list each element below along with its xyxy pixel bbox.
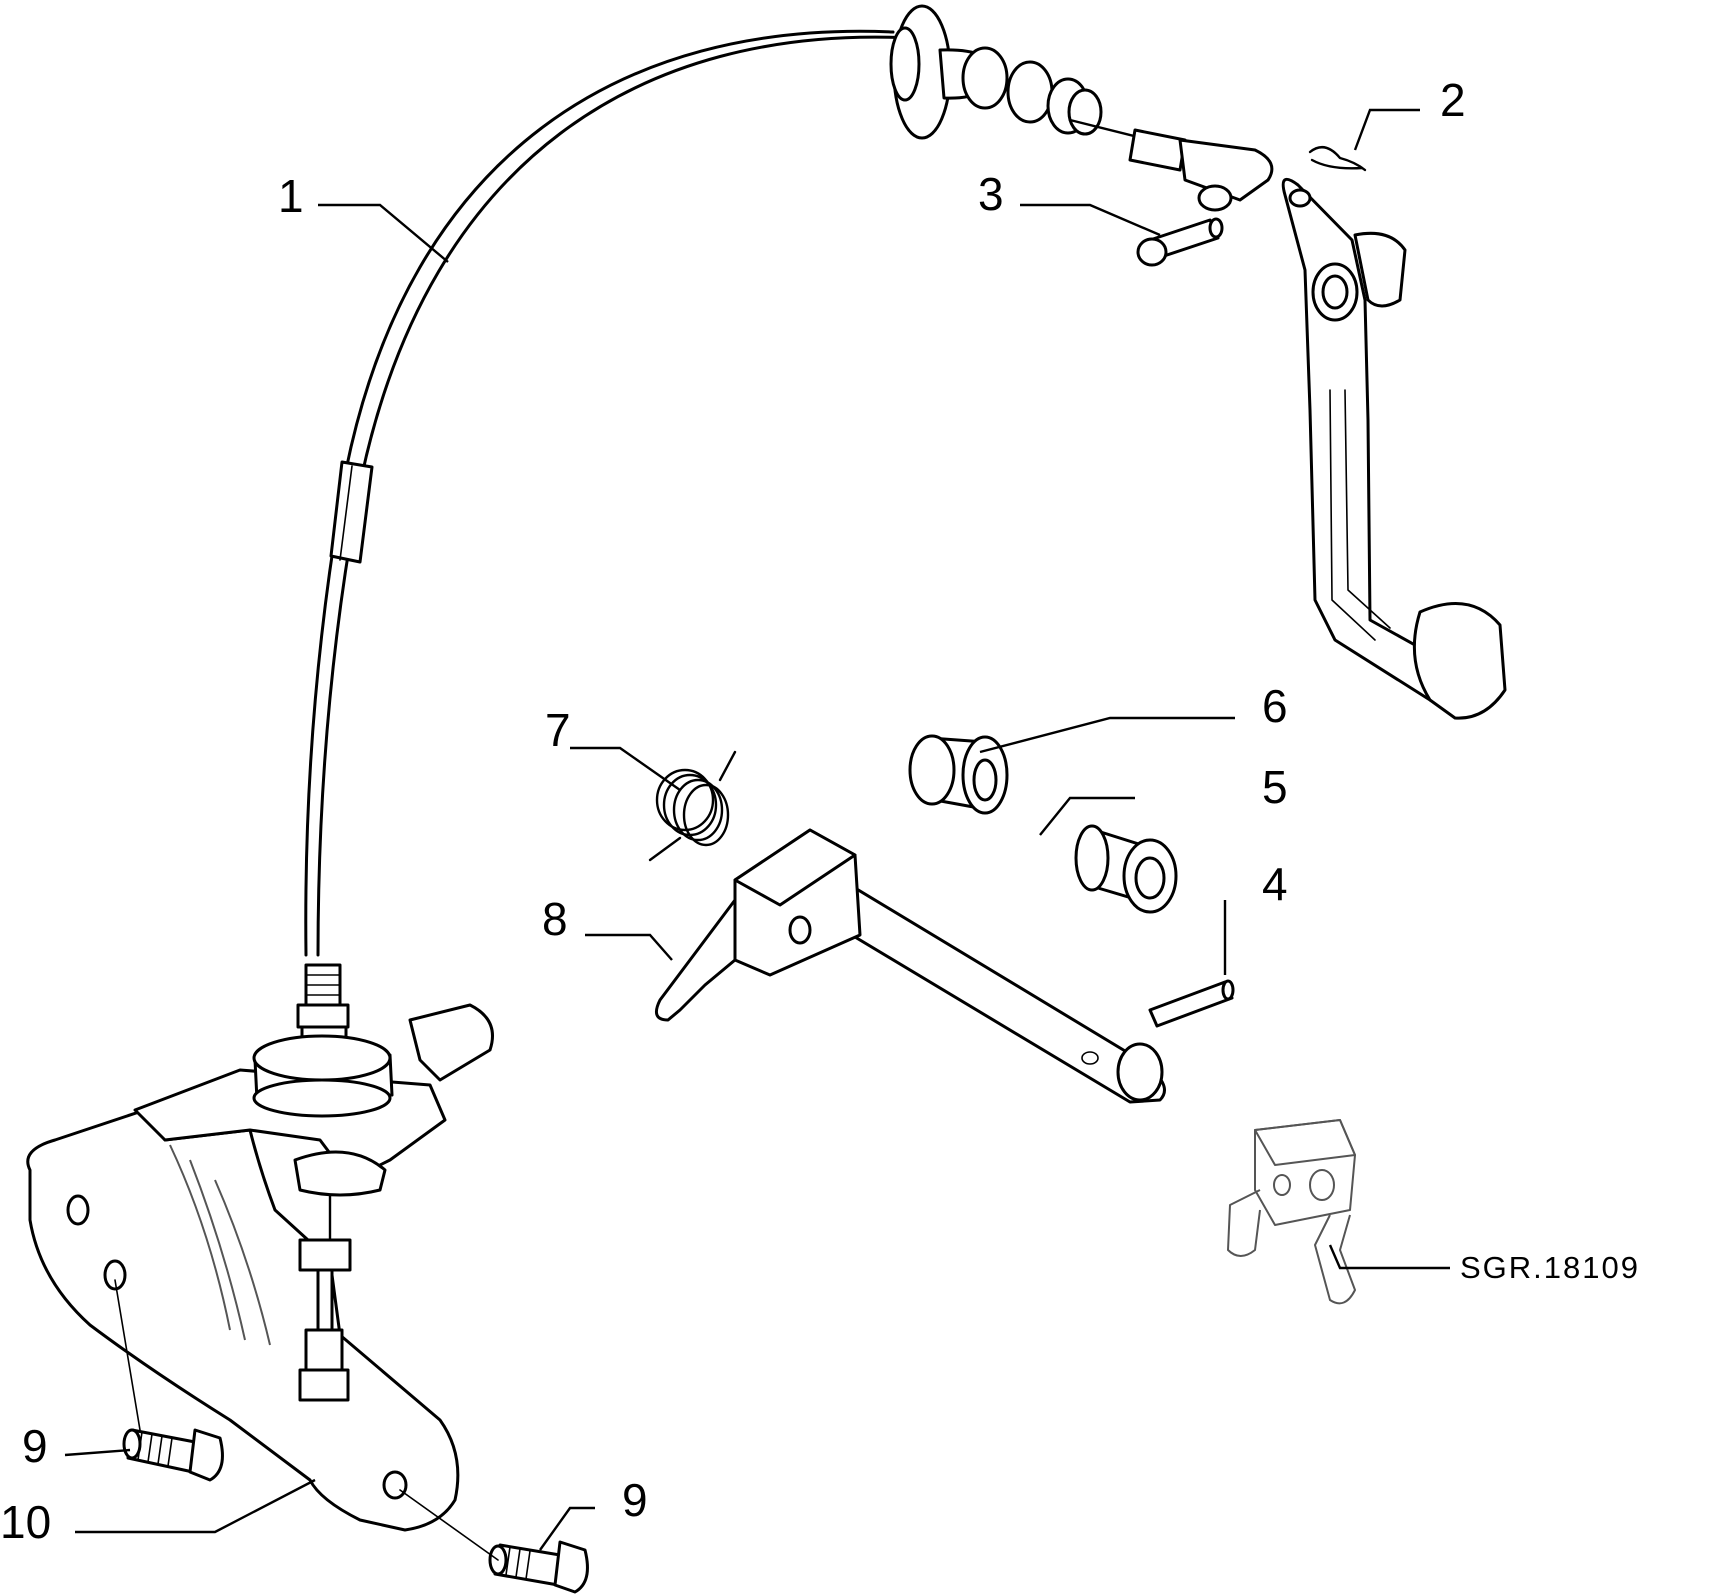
clutch-cable [296, 4, 1274, 1047]
part-labels: 1 2 3 4 5 6 7 8 9 9 10 SGR.18109 [0, 74, 1640, 1548]
return-spring [648, 750, 737, 862]
bolt-lower [488, 1540, 589, 1594]
label-bolt-upper: 9 [22, 1420, 48, 1472]
label-pin: 3 [978, 168, 1004, 220]
label-bush-small: 5 [1262, 761, 1288, 813]
bush [1074, 824, 1178, 914]
label-lever-shaft: 8 [542, 893, 568, 945]
bolt-upper [122, 1428, 224, 1482]
clevis-pin [1136, 217, 1224, 267]
label-cable: 1 [278, 170, 304, 222]
flanged-bush [908, 734, 1009, 815]
lever-shaft [654, 828, 1166, 1104]
clutch-pedal [1281, 177, 1507, 720]
pedal-bracket [26, 1003, 494, 1532]
leader-lines [64, 108, 1450, 1561]
label-bush-flanged: 6 [1262, 680, 1288, 732]
label-spring: 7 [545, 704, 571, 756]
alternate-lever-part [1227, 1119, 1356, 1305]
label-bolt-lower: 9 [622, 1474, 648, 1526]
retaining-clip [1308, 146, 1367, 172]
label-roll-pin: 4 [1262, 858, 1288, 910]
roll-pin [1148, 979, 1235, 1028]
drawing-reference: SGR.18109 [1460, 1250, 1640, 1285]
label-clip: 2 [1440, 74, 1466, 126]
label-bracket: 10 [0, 1496, 51, 1548]
